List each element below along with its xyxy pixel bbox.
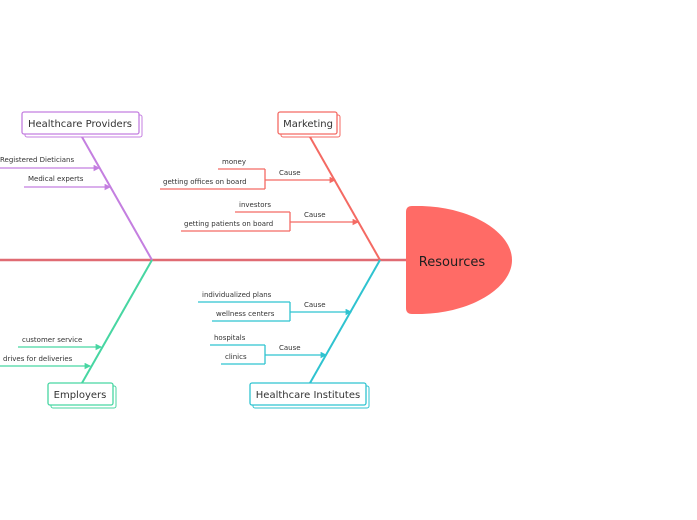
providers-node[interactable]: Healthcare Providers bbox=[21, 111, 143, 138]
providers-item[interactable]: Medical experts bbox=[24, 175, 112, 191]
cause-item-label[interactable]: hospitals bbox=[214, 334, 246, 342]
employers-item[interactable]: drives for deliveries bbox=[0, 355, 92, 370]
marketing-cause-group: investors getting patients on board Caus… bbox=[181, 201, 360, 232]
employers-item[interactable]: customer service bbox=[18, 336, 103, 351]
marketing-cause-group: money getting offices on board Cause bbox=[160, 158, 337, 190]
providers-item-label: Medical experts bbox=[28, 175, 84, 183]
institutes-bone bbox=[309, 259, 381, 384]
institutes-node[interactable]: Healthcare Institutes bbox=[249, 382, 370, 409]
employers-node[interactable]: Employers bbox=[47, 382, 117, 409]
marketing-bone bbox=[309, 136, 381, 261]
cause-item-label[interactable]: clinics bbox=[225, 353, 247, 361]
cause-label[interactable]: Cause bbox=[279, 344, 301, 352]
cause-item-label[interactable]: money bbox=[222, 158, 246, 166]
head-shape bbox=[406, 206, 512, 314]
cause-item-label[interactable]: wellness centers bbox=[216, 310, 275, 318]
providers-label: Healthcare Providers bbox=[28, 119, 132, 130]
institutes-cause-group: hospitals clinics Cause bbox=[210, 334, 328, 365]
cause-label[interactable]: Cause bbox=[279, 169, 301, 177]
cause-item-label[interactable]: getting patients on board bbox=[184, 220, 273, 228]
providers-item-label: Registered Dieticians bbox=[0, 156, 74, 164]
cause-label[interactable]: Cause bbox=[304, 211, 326, 219]
providers-bone bbox=[81, 136, 153, 261]
cause-label[interactable]: Cause bbox=[304, 301, 326, 309]
head-node[interactable]: Resources bbox=[406, 206, 512, 314]
cause-item-label[interactable]: individualized plans bbox=[202, 291, 272, 299]
institutes-label: Healthcare Institutes bbox=[256, 390, 360, 401]
marketing-node[interactable]: Marketing bbox=[277, 111, 341, 138]
institutes-cause-group: individualized plans wellness centers Ca… bbox=[198, 291, 353, 322]
cause-item-label[interactable]: getting offices on board bbox=[163, 178, 247, 186]
cause-item-label[interactable]: investors bbox=[239, 201, 271, 209]
employers-label: Employers bbox=[54, 390, 107, 401]
marketing-label: Marketing bbox=[283, 119, 333, 130]
head-label: Resources bbox=[419, 255, 486, 270]
employers-item-label: customer service bbox=[22, 336, 82, 344]
employers-item-label: drives for deliveries bbox=[3, 355, 73, 363]
providers-item[interactable]: Registered Dieticians bbox=[0, 156, 101, 172]
employers-bone bbox=[81, 259, 153, 384]
